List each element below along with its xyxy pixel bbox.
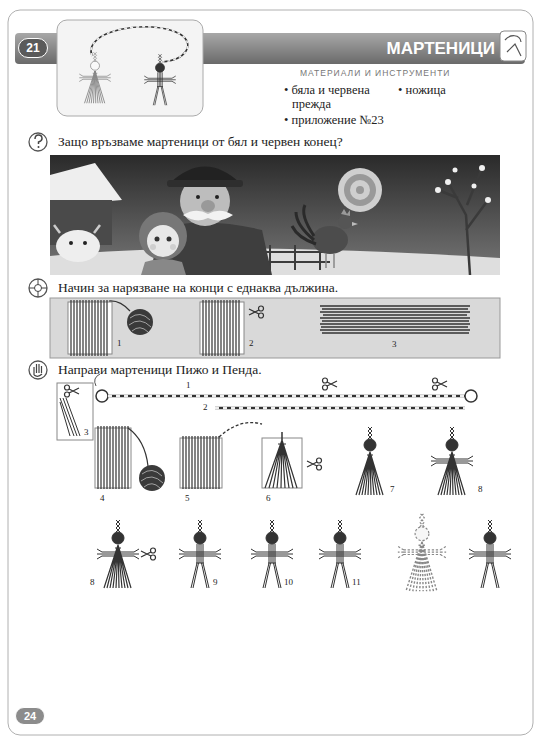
step-number: 11: [352, 577, 361, 587]
step-number: 8: [478, 484, 483, 494]
step-number: 5: [185, 493, 190, 503]
step-number: 2: [203, 402, 208, 412]
material-item: • приложение №23: [284, 113, 384, 127]
question-text: Защо връзваме мартеници от бял и червен …: [58, 134, 343, 150]
material-item: • ножица: [398, 83, 446, 97]
section-heading: МАТЕРИАЛИ И ИНСТРУМЕНТИ: [300, 69, 450, 79]
page-number: 21: [26, 41, 39, 55]
page-number: 24: [24, 710, 36, 722]
step-number: 1: [186, 380, 191, 390]
step-number: 4: [100, 493, 105, 503]
page-title: МАРТЕНИЦИ: [387, 39, 495, 59]
material-item: • бяла и червена прежда: [284, 83, 394, 112]
step-number: 3: [84, 427, 89, 437]
page-number-badge: 21: [18, 38, 48, 58]
step-number: 1: [117, 338, 122, 348]
step-number: 6: [266, 493, 271, 503]
instruction-text: Начин за нарязване на конци с еднаква дъ…: [58, 280, 338, 296]
step-number: 2: [249, 338, 254, 348]
step-number: 8: [90, 577, 95, 587]
step-number: 3: [392, 339, 397, 349]
page-number-badge: 24: [15, 707, 45, 725]
step-number: 7: [390, 484, 395, 494]
instruction-text: Направи мартеници Пижо и Пенда.: [58, 362, 262, 378]
step-number: 10: [284, 577, 293, 587]
step-number: 9: [213, 577, 218, 587]
